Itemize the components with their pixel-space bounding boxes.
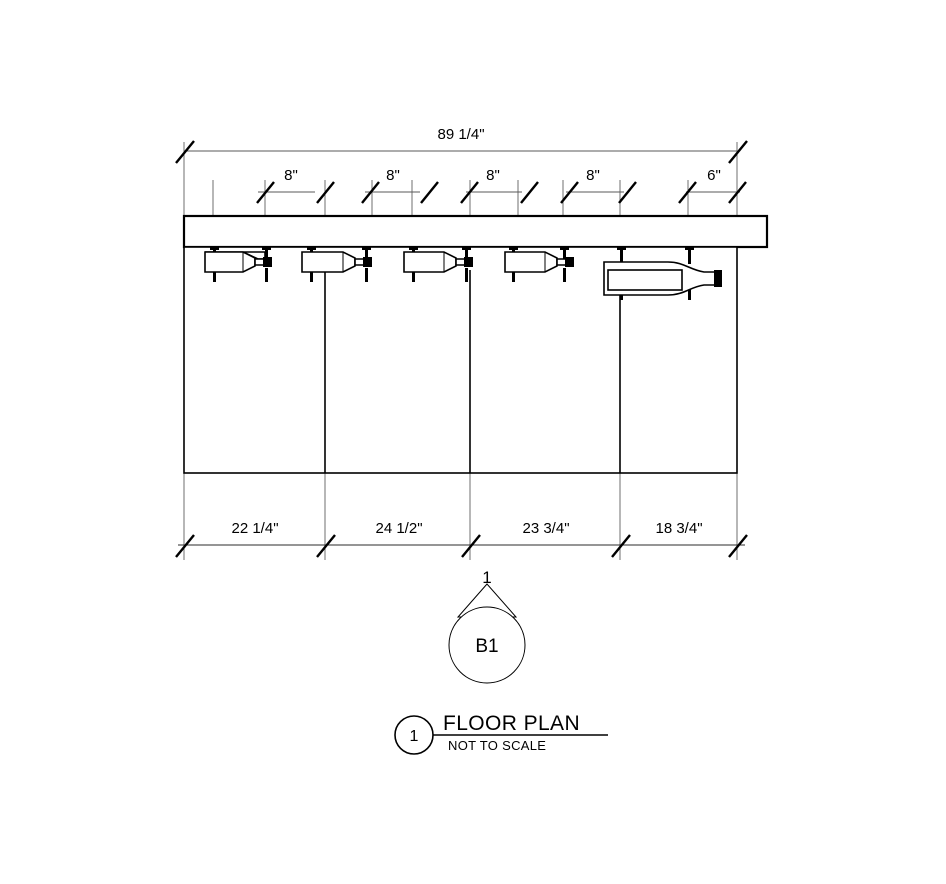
top-dimension-label-3: 8" xyxy=(486,167,500,184)
top-dimension-label-2: 8" xyxy=(386,167,400,184)
title-block-detail-number: 1 xyxy=(410,728,419,745)
bottom-dimension-label-3: 23 3/4" xyxy=(522,520,569,537)
top-dimension-label-4: 8" xyxy=(586,167,600,184)
bottom-dimension-label-2: 24 1/2" xyxy=(375,520,422,537)
overall-dimension-label: 89 1/4" xyxy=(437,126,484,143)
bottle-2 xyxy=(301,246,372,282)
title-block-scale-note: NOT TO SCALE xyxy=(448,738,546,753)
title-block: 1 FLOOR PLAN NOT TO SCALE xyxy=(394,712,608,755)
bottle-3 xyxy=(403,246,473,282)
top-dimension-label-1: 8" xyxy=(284,167,298,184)
overall-dimension-group: 89 1/4" xyxy=(175,126,748,164)
detail-bubble[interactable]: 1 B1 xyxy=(448,568,526,684)
bottom-dimension-label-1: 22 1/4" xyxy=(231,520,278,537)
top-dimension-label-5: 6" xyxy=(707,167,721,184)
partition-lines xyxy=(324,270,621,473)
top-dimension-string: 8" 8" 8" 8" 6" xyxy=(256,167,747,204)
title-block-title: FLOOR PLAN xyxy=(443,712,580,735)
bottle-5-magnum xyxy=(603,246,722,300)
bottle-4 xyxy=(504,246,574,282)
bottom-dimension-label-4: 18 3/4" xyxy=(655,520,702,537)
wall-band xyxy=(182,214,769,249)
bottle-1 xyxy=(204,246,272,282)
bottom-dimension-string: 22 1/4" 24 1/2" 23 3/4" 18 3/4" xyxy=(175,520,748,558)
detail-bubble-pointer-number: 1 xyxy=(482,568,491,587)
detail-bubble-sheet-reference: B1 xyxy=(475,636,498,657)
